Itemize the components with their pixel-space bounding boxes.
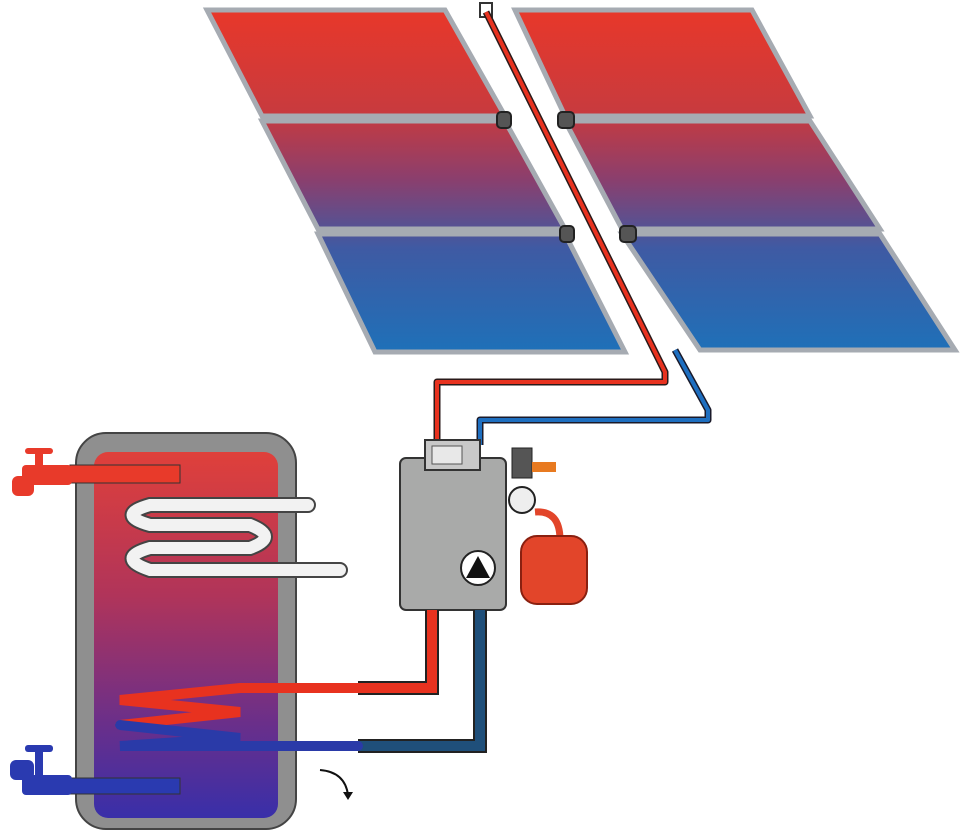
cold-return-pipe <box>476 348 712 445</box>
collector-panel <box>202 7 510 119</box>
tank-loop <box>358 610 487 753</box>
collector-panel <box>617 231 960 353</box>
connector <box>619 225 637 243</box>
collector-panel <box>560 118 885 232</box>
solar-coil <box>115 683 363 751</box>
valve-outlet <box>532 462 556 472</box>
pump-station <box>399 439 507 611</box>
drain-arrow-icon <box>319 769 349 796</box>
station-housing <box>399 457 507 611</box>
expansion-vessel <box>520 535 588 605</box>
cold-return-pipe <box>478 349 710 445</box>
panel-connectors <box>496 111 637 243</box>
hot-feed-pipe <box>358 610 439 695</box>
cold-water-tap-icon <box>10 745 72 795</box>
controller-display <box>431 445 463 465</box>
drain-arrowhead <box>343 792 353 800</box>
connector <box>496 111 512 129</box>
storage-tank <box>69 432 363 830</box>
cold-water-inlet-pipe <box>69 777 181 795</box>
collector-panel <box>314 231 630 355</box>
collector-array <box>202 2 960 355</box>
collector-panel <box>257 118 570 232</box>
cold-return-tank-pipe <box>358 610 485 751</box>
collector-right-column <box>511 7 960 353</box>
collector-loop <box>433 10 712 445</box>
hot-water-outlet-pipe <box>69 464 181 484</box>
hot-water-tap-icon <box>12 448 72 496</box>
connector <box>559 225 575 243</box>
connector <box>557 111 575 129</box>
hot-feed-pipe <box>358 610 437 693</box>
pressure-gauge <box>508 486 536 514</box>
safety-group <box>508 447 588 605</box>
auxiliary-coil <box>124 497 348 578</box>
pump-arrow <box>466 556 490 578</box>
collector-panel <box>511 7 815 119</box>
cold-return-tank-pipe <box>358 610 487 753</box>
hot-flow-pipe <box>435 11 667 445</box>
collector-left-column <box>202 7 630 355</box>
safety-valve <box>511 447 533 479</box>
